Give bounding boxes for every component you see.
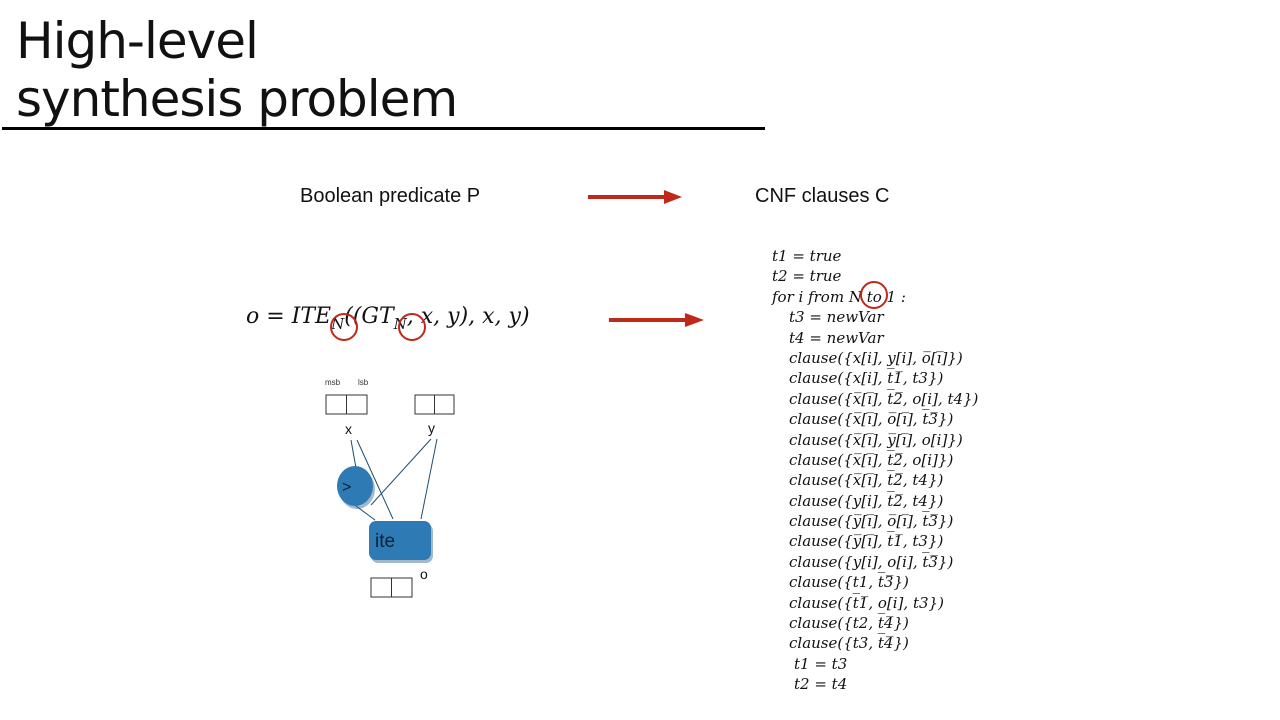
cnf-code-listing: t1 = true t2 = true for i from N to 1 : …: [772, 246, 978, 695]
o-label: o: [420, 566, 428, 582]
code-line: t3 = newVar: [789, 308, 884, 327]
title-underline: [2, 127, 765, 130]
greater-than-node: [337, 466, 373, 506]
code-line: clause({x[i], t̅1̅, t3}): [789, 369, 944, 388]
x-label: x: [345, 421, 352, 437]
greater-than-label: >: [342, 479, 351, 496]
wires: [350, 438, 438, 521]
code-line: t2 = t4: [794, 675, 848, 694]
y-label: y: [428, 420, 435, 436]
ite-node: [369, 521, 431, 560]
code-line: clause({y̅[i̅], o̅[i̅], t̅3̅}): [789, 512, 954, 531]
code-line: clause({x[i], y[i], o̅[i̅]}): [789, 348, 963, 367]
code-line: clause({t̅1̅, o[i], t3}): [789, 593, 944, 612]
input-label: Boolean predicate P: [300, 185, 481, 207]
code-line: clause({x̅[i̅], t̅2̅, o[i]}): [789, 450, 954, 469]
code-line: clause({x̅[i̅], y̅[i̅], o[i]}): [789, 430, 963, 449]
code-line: t1 = true: [772, 247, 842, 265]
x-register: [325, 394, 368, 415]
title-line-1: High-level: [16, 12, 259, 70]
code-line: clause({y̅[i̅], t̅1̅, t3}): [789, 532, 944, 551]
middle-arrow: [609, 313, 704, 327]
code-line: clause({x̅[i̅], o̅[i̅], t̅3̅}): [789, 410, 954, 429]
formula-prefix: o = ITE: [246, 304, 332, 329]
code-line: t2 = true: [772, 267, 842, 286]
code-line: t1 = t3: [794, 654, 848, 673]
highlight-circle-1: [330, 313, 358, 341]
output-label: CNF clauses C: [755, 185, 890, 207]
code-line: clause({y[i], t̅2̅, t4}): [789, 491, 944, 510]
msb-label: msb: [325, 378, 341, 387]
code-line: clause({t2, t̅4̅}): [789, 614, 909, 633]
ite-label: ite: [375, 531, 395, 552]
code-line: clause({x̅[i̅], t̅2̅, t4}): [789, 471, 944, 490]
code-line: t4 = newVar: [789, 328, 884, 347]
code-line: clause({t3, t̅4̅}): [789, 634, 909, 653]
title-line-2: synthesis problem: [16, 70, 458, 128]
code-line: clause({y[i], o[i], t̅3̅}): [789, 552, 954, 571]
lsb-label: lsb: [358, 378, 369, 387]
highlight-circle-2: [398, 313, 426, 341]
o-register: [370, 577, 413, 598]
highlight-circle-3: [860, 281, 888, 309]
formula-suffix: , x, y), x, y): [406, 304, 530, 329]
top-arrow: [588, 190, 682, 204]
y-register: [414, 394, 455, 415]
boolean-formula: o = ITEN((GTN, x, y), x, y): [246, 304, 530, 333]
code-line: clause({t1, t̅3̅}): [789, 573, 909, 592]
code-line: clause({x̅[i̅], t̅2̅, o[i], t4}): [789, 389, 979, 408]
